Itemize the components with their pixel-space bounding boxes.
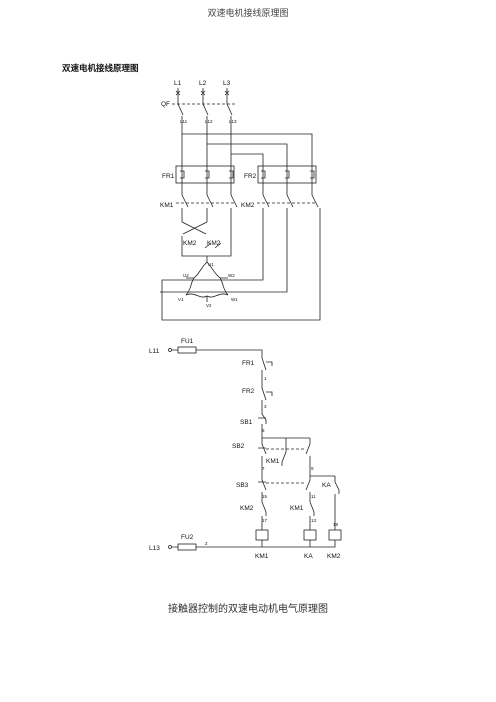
- label-sb2: SB2: [232, 443, 245, 450]
- label-km2-star-a: KM2: [183, 240, 197, 247]
- label-coil-ka: KA: [304, 553, 313, 560]
- wire-9: 9: [311, 466, 314, 471]
- label-ctrl-l11: L11: [149, 348, 160, 355]
- label-u2: U2: [183, 273, 189, 278]
- section-title: 双速电机接线原理图: [62, 64, 139, 74]
- branch-wires: [182, 133, 313, 166]
- overload-fr: [175, 165, 317, 195]
- wire-17: 17: [262, 518, 268, 523]
- breaker-qf: [172, 98, 236, 166]
- label-ctrl-fr2: FR2: [242, 388, 255, 395]
- start-buttons: [258, 438, 335, 477]
- sb3-and-ka: [258, 476, 340, 530]
- label-l11: L11: [180, 119, 188, 124]
- wire-13: 13: [311, 518, 317, 523]
- interlocks: [261, 501, 315, 530]
- label-u1: U1: [208, 262, 214, 267]
- label-fu2: FU2: [181, 534, 194, 541]
- label-l3: L3: [223, 80, 231, 87]
- label-l12: L12: [205, 119, 213, 124]
- label-fu1: FU1: [181, 338, 194, 345]
- label-fr2: FR2: [244, 173, 257, 180]
- label-km2-star-b: KM2: [207, 240, 221, 247]
- label-ctrl-fr1: FR1: [242, 360, 255, 367]
- star-contacts: [181, 230, 232, 262]
- phase-terminals: [175, 88, 230, 98]
- label-coil-km1: KM1: [255, 553, 269, 560]
- label-km2: KM2: [241, 202, 255, 209]
- figure-caption: 接触器控制的双速电动机电气原理图: [168, 604, 328, 615]
- label-w2: W2: [228, 273, 235, 278]
- label-l1: L1: [174, 80, 182, 87]
- label-sb3: SB3: [236, 482, 249, 489]
- label-sb1: SB1: [240, 419, 253, 426]
- label-interlock-km1: KM1: [266, 458, 280, 465]
- label-v1: V1: [178, 297, 184, 302]
- label-w1: W1: [231, 297, 238, 302]
- label-interlock-km2: KM2: [240, 505, 254, 512]
- fuse-fu1: [168, 346, 263, 358]
- label-l13: L13: [229, 119, 237, 124]
- motor-winding: [185, 261, 229, 302]
- label-fr1: FR1: [162, 173, 175, 180]
- coils-and-return: [168, 529, 342, 551]
- wire-1: 1: [264, 376, 267, 381]
- wire-7: 7: [262, 466, 265, 471]
- label-v2: V2: [206, 303, 212, 308]
- label-coil-km2: KM2: [327, 553, 341, 560]
- label-qf: QF: [161, 101, 170, 108]
- wire-3: 3: [264, 404, 267, 409]
- wire-5: 5: [262, 428, 265, 433]
- wire-15: 15: [262, 494, 268, 499]
- label-ctrl-l13: L13: [149, 545, 160, 552]
- label-interlock-km1-b: KM1: [290, 505, 304, 512]
- label-l2: L2: [199, 80, 207, 87]
- wire-2: 2: [205, 541, 208, 546]
- wire-11: 11: [311, 494, 316, 499]
- contactor-km: [160, 194, 321, 321]
- page-header: 双速电机接线原理图: [207, 9, 289, 19]
- label-km1: KM1: [160, 202, 174, 209]
- stop-chain: [258, 357, 310, 439]
- wire-19: 19: [333, 522, 339, 527]
- label-ka-contact: KA: [322, 482, 331, 489]
